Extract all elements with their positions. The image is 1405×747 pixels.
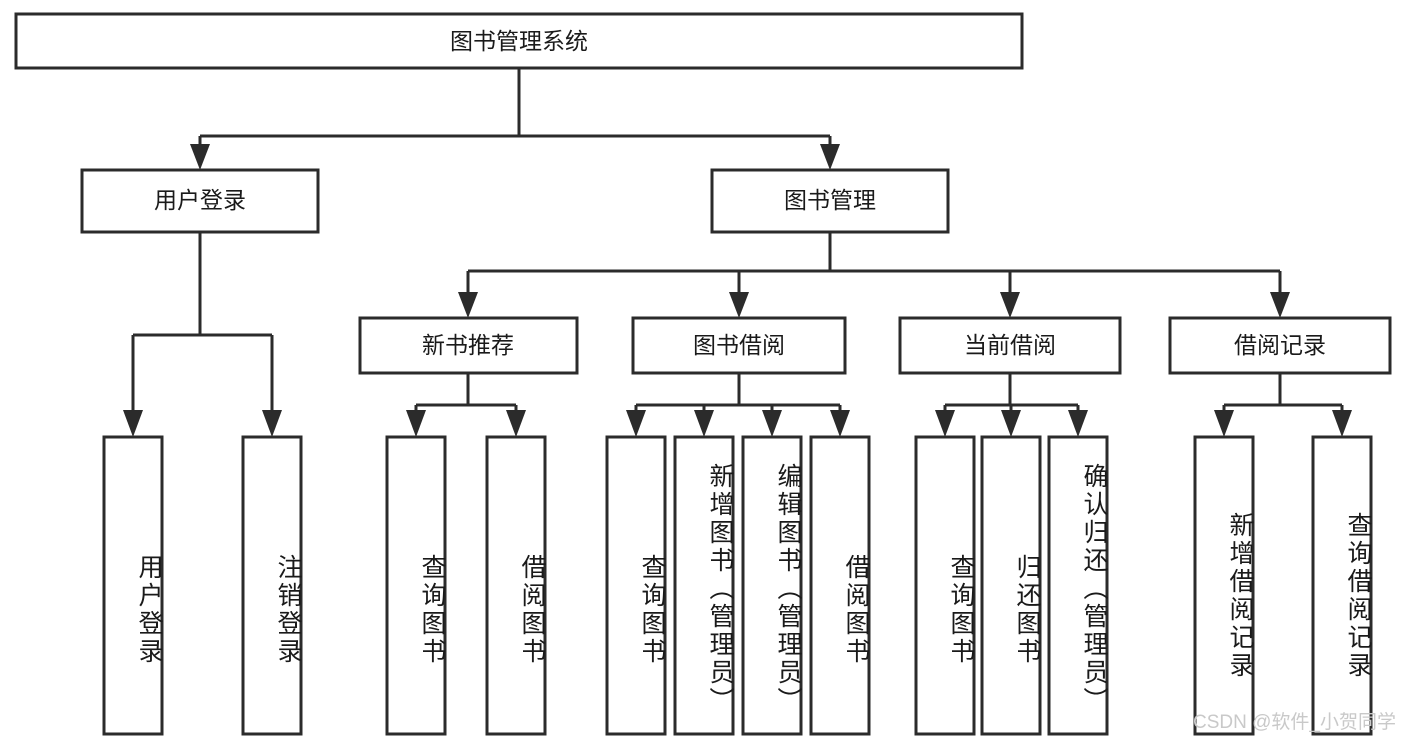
leaf-box-borrow-book-1[interactable]	[485, 435, 547, 736]
leaf-box-return-book[interactable]	[980, 435, 1042, 736]
leaf-box-user-login[interactable]	[102, 435, 164, 736]
arrow-head-down-icon	[506, 410, 526, 437]
leaf-box-query-book-2[interactable]	[605, 435, 667, 736]
arrow-head-down-icon	[406, 410, 426, 437]
leaf-boxes	[102, 435, 1373, 736]
node-new-book-recommend-label: 新书推荐	[422, 332, 514, 358]
leaf-box-borrow-book-2[interactable]	[809, 435, 871, 736]
leaf-box-query-borrow-record[interactable]	[1311, 435, 1373, 736]
arrow-head-down-icon	[729, 292, 749, 318]
node-user-login[interactable]: 用户登录	[80, 168, 320, 234]
leaf-box-query-book-1[interactable]	[385, 435, 447, 736]
leaf-box-query-book-3[interactable]	[914, 435, 976, 736]
leaf-box-add-borrow-record[interactable]	[1193, 435, 1255, 736]
watermark-text: CSDN @软件_小贺同学	[1193, 712, 1396, 733]
arrow-head-down-icon	[935, 410, 955, 437]
node-current-borrow-box[interactable]	[898, 316, 1122, 375]
arrow-head-down-icon	[1214, 410, 1234, 437]
arrow-head-down-icon	[1001, 410, 1021, 437]
arrow-head-down-icon	[830, 410, 850, 437]
leaf-box-add-book-admin[interactable]	[673, 435, 735, 736]
arrow-head-down-icon	[1068, 410, 1088, 437]
node-root-label: 图书管理系统	[450, 28, 588, 54]
node-book-borrow-label: 图书借阅	[693, 332, 785, 358]
leaf-box-edit-book-admin[interactable]	[741, 435, 803, 736]
node-book-borrow[interactable]: 图书借阅	[631, 316, 847, 375]
node-root-box[interactable]	[14, 12, 1024, 70]
node-user-login-box[interactable]	[80, 168, 320, 234]
arrow-head-down-icon	[458, 292, 478, 318]
node-book-borrow-box[interactable]	[631, 316, 847, 375]
connector-bookmgmt-to-level3	[458, 232, 1290, 318]
arrow-head-down-icon	[694, 410, 714, 437]
arrow-head-down-icon	[123, 410, 143, 437]
node-book-management-box[interactable]	[710, 168, 950, 234]
node-borrow-records-label: 借阅记录	[1234, 332, 1326, 358]
connector-userlogin-to-leaves	[123, 232, 282, 437]
arrow-head-down-icon	[262, 410, 282, 437]
node-borrow-records-box[interactable]	[1168, 316, 1392, 375]
arrow-head-down-icon	[190, 144, 210, 170]
arrow-head-down-icon	[1000, 292, 1020, 318]
arrow-head-down-icon	[1270, 292, 1290, 318]
arrow-head-down-icon	[762, 410, 782, 437]
node-user-login-label: 用户登录	[154, 187, 246, 213]
arrow-head-down-icon	[820, 144, 840, 170]
leaf-box-logout[interactable]	[241, 435, 303, 736]
node-book-management[interactable]: 图书管理	[710, 168, 950, 234]
connector-records-to-leaves	[1214, 373, 1352, 437]
connector-borrow-to-leaves	[626, 373, 850, 437]
node-current-borrow-label: 当前借阅	[964, 332, 1056, 358]
node-new-book-recommend-box[interactable]	[358, 316, 579, 375]
node-root[interactable]: 图书管理系统	[14, 12, 1024, 70]
arrow-head-down-icon	[626, 410, 646, 437]
node-new-book-recommend[interactable]: 新书推荐	[358, 316, 579, 375]
connector-newbook-to-leaves	[406, 373, 526, 437]
node-borrow-records[interactable]: 借阅记录	[1168, 316, 1392, 375]
node-current-borrow[interactable]: 当前借阅	[898, 316, 1122, 375]
node-book-management-label: 图书管理	[784, 187, 876, 213]
connector-current-to-leaves	[935, 373, 1088, 437]
arrow-head-down-icon	[1332, 410, 1352, 437]
leaf-box-confirm-return-admin[interactable]	[1047, 435, 1109, 736]
connector-root-to-level2	[190, 68, 840, 170]
